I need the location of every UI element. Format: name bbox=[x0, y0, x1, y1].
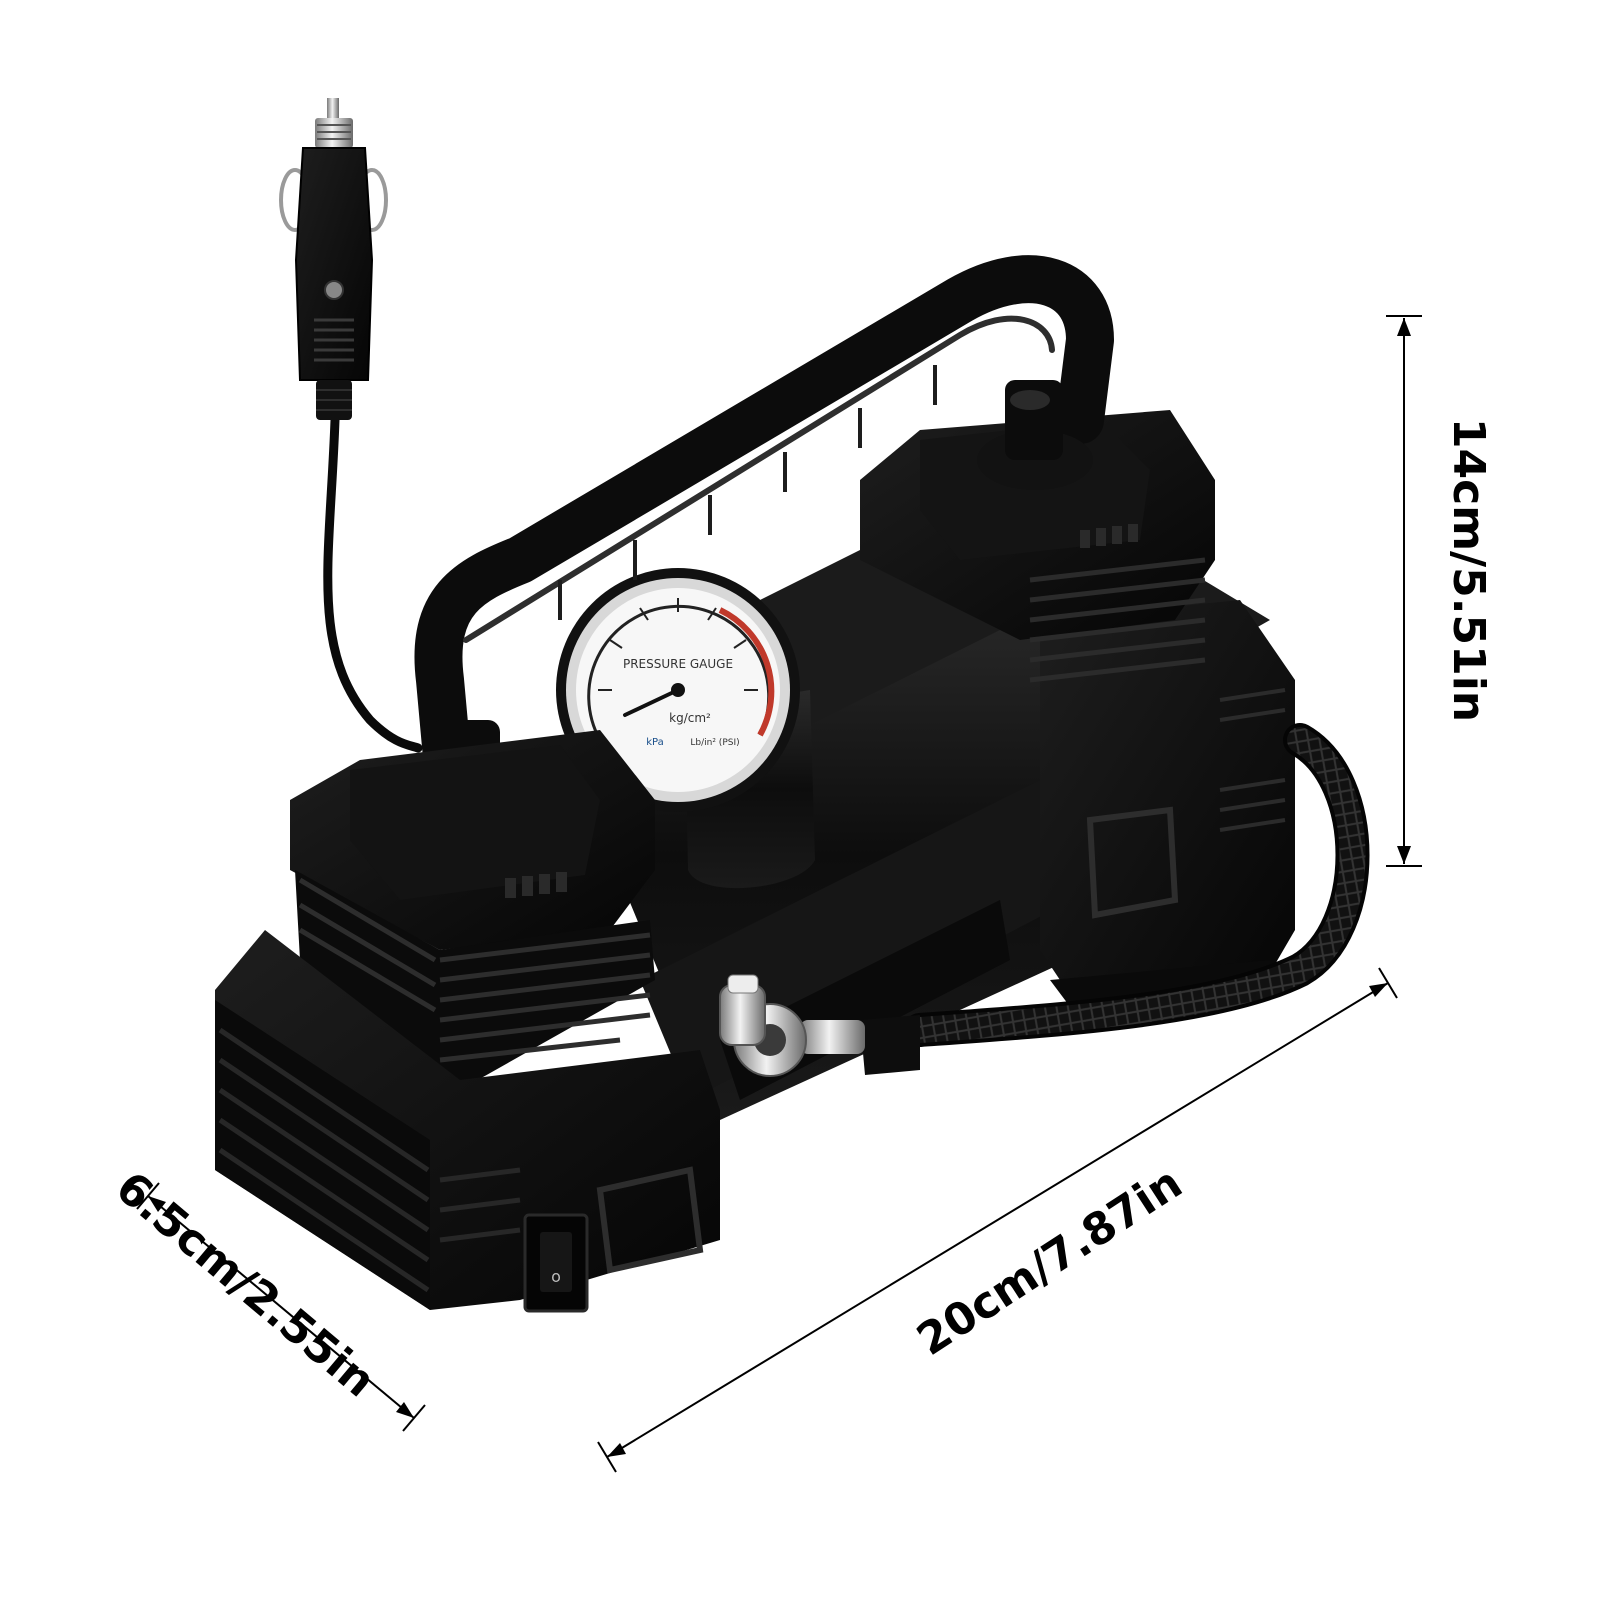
front-cylinder-head bbox=[290, 730, 655, 1090]
dimension-width-line bbox=[597, 967, 1398, 1473]
gauge-scale bbox=[587, 598, 775, 741]
svg-text:o: o bbox=[551, 1267, 561, 1286]
front-base-block bbox=[215, 930, 720, 1310]
power-cord bbox=[323, 415, 423, 753]
air-hose bbox=[903, 723, 1370, 1047]
dimension-depth-line bbox=[136, 1182, 426, 1432]
gauge-unit-primary: kg/cm² bbox=[669, 711, 711, 725]
air-chuck[interactable] bbox=[719, 974, 920, 1077]
gauge-unit-secondary: Lb/in² (PSI) bbox=[690, 738, 739, 748]
gauge-title: PRESSURE GAUGE bbox=[623, 657, 733, 671]
gauge-needle bbox=[623, 688, 680, 717]
power-switch[interactable]: o bbox=[523, 1213, 589, 1313]
dimension-height-line bbox=[1386, 315, 1422, 867]
car-plug bbox=[279, 98, 388, 420]
gauge-unit-tertiary: kPa bbox=[646, 737, 664, 748]
pressure-gauge: PRESSURE GAUGE kg/cm² kPa Lb/in² (PSI) bbox=[556, 568, 815, 889]
rear-pump-block bbox=[860, 410, 1295, 1020]
dimension-height-label: 14cm/5.51in bbox=[1443, 417, 1494, 723]
